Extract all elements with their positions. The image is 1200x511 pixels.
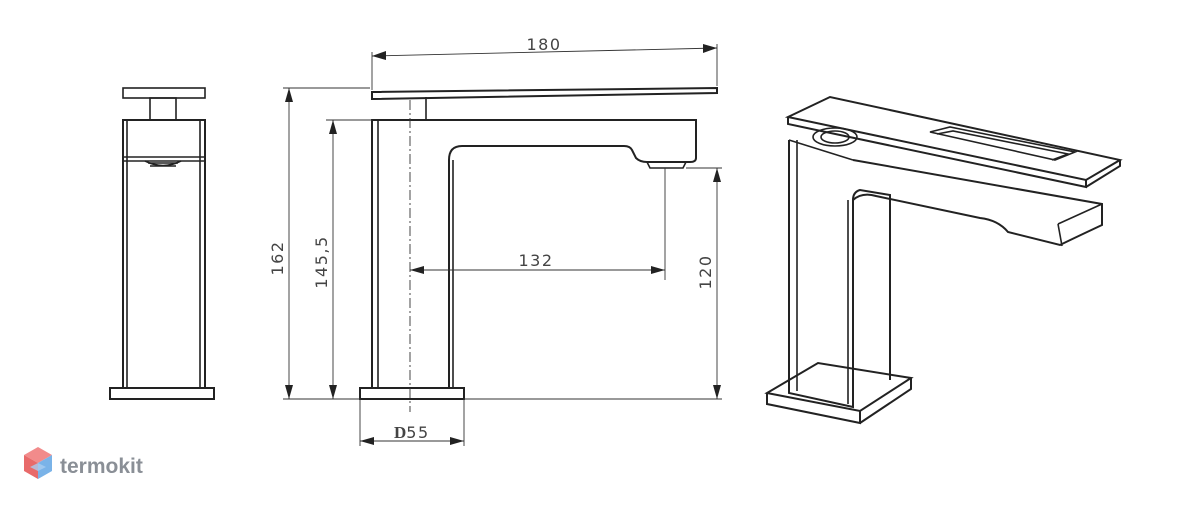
persp-lever-slot [929,126,1078,161]
side-base [359,387,465,400]
dim-base-diameter: D55 [394,423,430,442]
brand-logo: termokit [24,447,143,479]
front-base [109,387,215,400]
persp-spout [852,159,1103,247]
dim-base-d-prefix: D [394,423,406,442]
dim-height-total: 162 [268,240,287,275]
dim-spout-height: 120 [696,254,715,289]
side-view [359,86,718,412]
side-lever-plate [371,86,718,101]
dim-height-body: 145,5 [312,235,331,288]
persp-body [788,140,891,409]
persp-cartridge-ring [812,127,858,147]
front-handle-stem [149,97,177,121]
perspective-view [764,95,1123,425]
side-aerator [646,161,687,169]
cube-icon [24,447,52,479]
side-body-spout [371,119,697,389]
dim-base-d-value: 55 [406,423,429,442]
dim-width-total: 180 [526,35,561,54]
dimension-lines [283,44,722,446]
brand-name: termokit [60,455,143,478]
persp-lever-plate [784,95,1123,182]
front-handle-plate [122,87,206,99]
front-view [109,87,215,400]
dim-spout-reach: 132 [518,251,553,270]
